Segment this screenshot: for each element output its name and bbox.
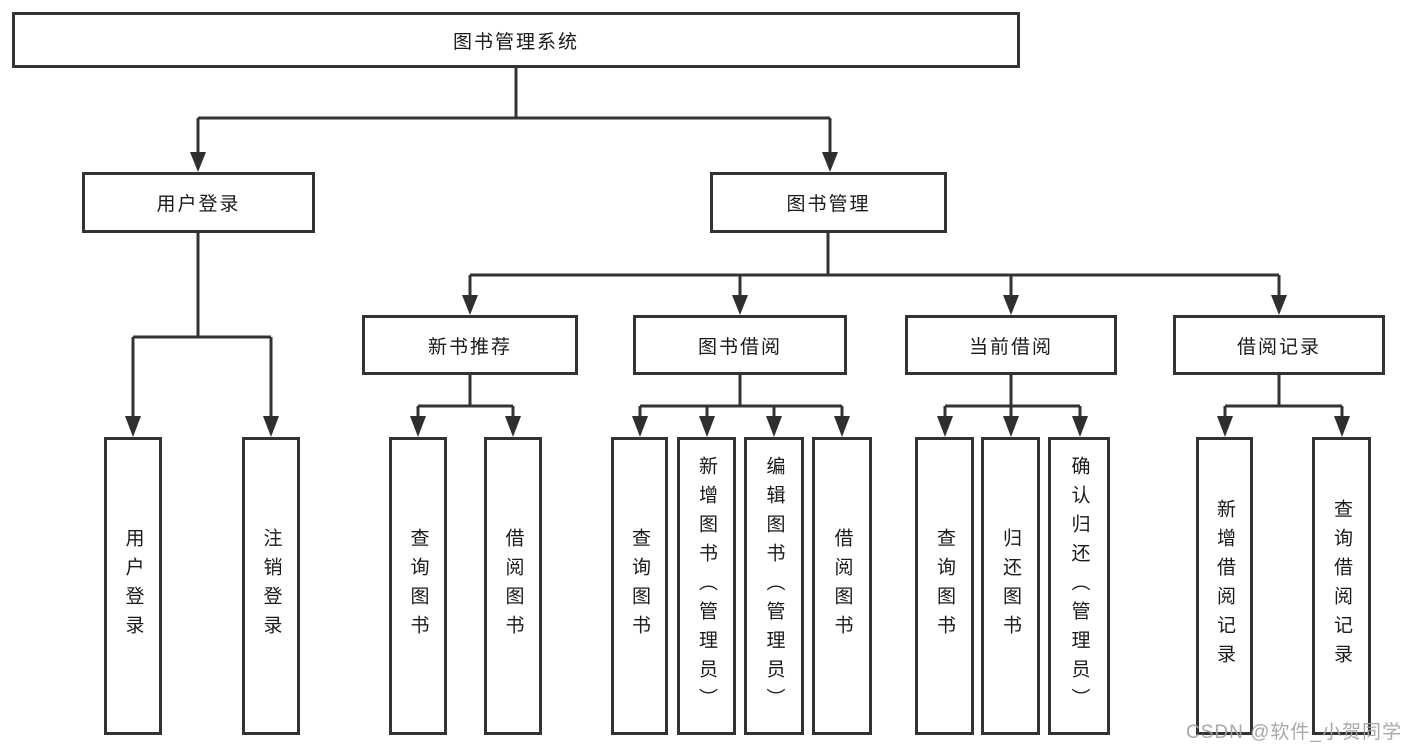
leaf-confirm-return-admin: 确认归还（管理员） [1048,437,1110,735]
connector-user-login-to-leaves [125,233,279,437]
leaf-confirm-return-admin-label: 确认归还（管理员） [1068,455,1090,717]
leaf-query-books-2-label: 查询图书 [629,528,650,644]
leaf-query-borrow-record-label: 查询借阅记录 [1331,499,1352,673]
leaf-return-book-label: 归还图书 [1000,528,1021,644]
node-user-login-label: 用户登录 [156,194,241,215]
leaf-borrow-books-2-label: 借阅图书 [831,528,853,644]
leaf-query-books-1-label: 查询图书 [407,528,429,644]
leaf-user-login: 用户登录 [104,437,162,735]
connector-book-mgmt-to-level3 [462,233,1287,315]
node-borrow-records: 借阅记录 [1173,315,1385,375]
node-current-borrow: 当前借阅 [905,315,1117,375]
connector-new-books-to-leaves [410,375,521,437]
connector-root-to-level2 [190,68,838,172]
leaf-logout: 注销登录 [242,437,300,735]
node-root-label: 图书管理系统 [452,31,579,53]
leaf-query-borrow-record: 查询借阅记录 [1312,437,1371,735]
leaf-query-books-3: 查询图书 [915,437,974,735]
leaf-borrow-books-2: 借阅图书 [812,437,872,735]
leaf-logout-label: 注销登录 [260,528,282,644]
node-new-books: 新书推荐 [362,315,578,375]
node-book-mgmt-label: 图书管理 [786,194,871,215]
node-book-mgmt: 图书管理 [710,172,947,233]
connector-borrow-records-to-leaves [1217,375,1350,437]
leaf-add-borrow-record: 新增借阅记录 [1196,437,1253,735]
leaf-query-books-3-label: 查询图书 [934,528,955,644]
node-book-borrow: 图书借阅 [633,315,847,375]
leaf-edit-book-admin: 编辑图书（管理员） [744,437,804,735]
node-new-books-label: 新书推荐 [427,336,512,358]
leaf-return-book: 归还图书 [981,437,1040,735]
leaf-user-login-label: 用户登录 [122,528,144,644]
node-user-login: 用户登录 [82,172,315,233]
leaf-query-books-1: 查询图书 [389,437,447,735]
leaf-borrow-books-1: 借阅图书 [484,437,542,735]
csdn-watermark: CSDN @软件_小贺同学 [1186,722,1402,743]
leaf-borrow-books-1-label: 借阅图书 [502,528,524,644]
connector-book-borrow-to-leaves [632,375,850,437]
connector-current-borrow-to-leaves [937,375,1088,437]
node-borrow-records-label: 借阅记录 [1236,336,1321,358]
leaf-edit-book-admin-label: 编辑图书（管理员） [763,455,785,717]
node-book-borrow-label: 图书借阅 [697,336,782,358]
leaf-query-books-2: 查询图书 [611,437,668,735]
leaf-add-book-admin-label: 新增图书（管理员） [696,455,717,717]
node-current-borrow-label: 当前借阅 [968,336,1053,358]
node-root: 图书管理系统 [12,12,1020,68]
leaf-add-book-admin: 新增图书（管理员） [677,437,736,735]
leaf-add-borrow-record-label: 新增借阅记录 [1214,499,1235,673]
